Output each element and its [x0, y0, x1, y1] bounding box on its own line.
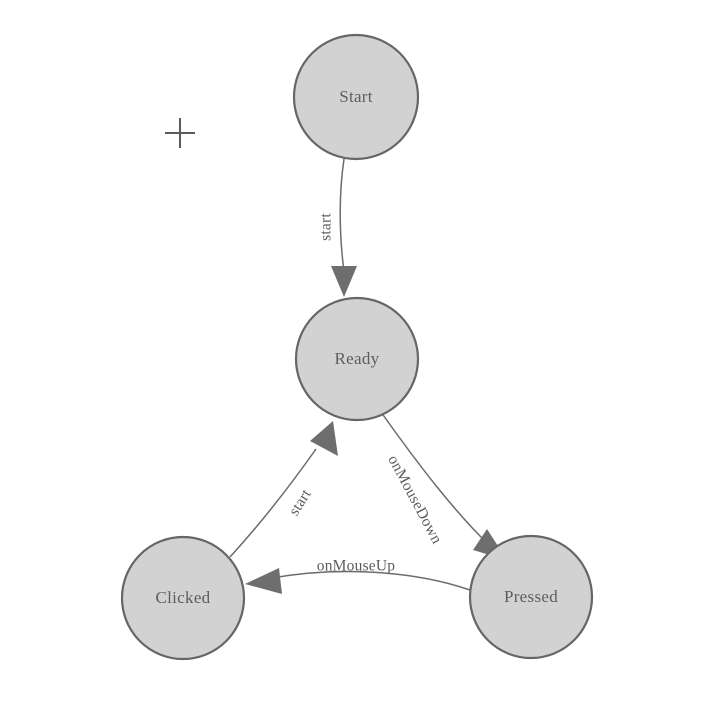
edge-ready-to-pressed[interactable]: onMouseDown	[380, 411, 507, 560]
node-pressed[interactable]: Pressed	[468, 534, 594, 660]
edge-clicked-to-ready-path	[229, 448, 317, 558]
edge-start-to-ready-path	[339, 158, 345, 273]
node-start-circle[interactable]	[292, 33, 420, 161]
edge-pressed-to-clicked[interactable]: onMouseUp	[245, 558, 471, 594]
node-ready-circle[interactable]	[294, 296, 420, 422]
crosshair-icon	[165, 118, 195, 148]
edge-label-start-to-ready: start	[318, 213, 335, 241]
node-clicked-label: Clicked	[156, 588, 211, 607]
node-clicked[interactable]: Clicked	[120, 535, 246, 661]
node-ready-label: Ready	[335, 349, 380, 368]
edge-ready-to-pressed-path	[380, 411, 490, 546]
node-ready[interactable]: Ready	[294, 296, 420, 422]
edge-clicked-to-ready-arrowhead	[310, 421, 338, 456]
edge-start-to-ready-arrowhead	[331, 266, 357, 297]
edge-pressed-to-clicked-arrowhead	[245, 568, 282, 594]
edge-label-ready-to-pressed: onMouseDown	[384, 452, 445, 546]
node-pressed-label: Pressed	[504, 587, 558, 606]
edge-clicked-to-ready[interactable]: start	[229, 421, 338, 558]
node-clicked-circle[interactable]	[120, 535, 246, 661]
edge-label-clicked-to-ready: start	[286, 486, 315, 519]
node-start-label: Start	[339, 87, 373, 106]
node-pressed-circle[interactable]	[468, 534, 594, 660]
node-start[interactable]: Start	[292, 33, 420, 161]
edge-start-to-ready[interactable]: start	[318, 158, 357, 297]
edge-label-pressed-to-clicked: onMouseUp	[317, 558, 395, 575]
edge-pressed-to-clicked-path	[271, 570, 471, 591]
